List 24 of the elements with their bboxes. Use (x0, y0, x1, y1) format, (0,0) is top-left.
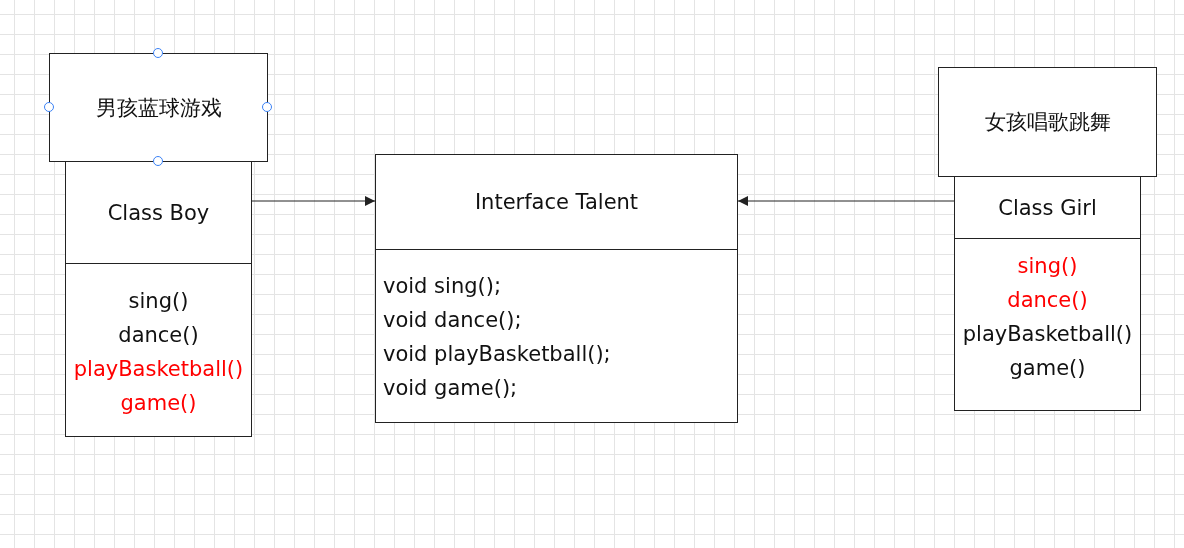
method-text: game() (120, 390, 197, 417)
note-box (49, 53, 268, 162)
class-box (375, 154, 738, 423)
method-text: sing() (128, 288, 189, 315)
class-name: Interface Talent (474, 190, 639, 214)
class-name: Class Girl (998, 195, 1097, 220)
method-text: void playBasketball(); (383, 341, 611, 368)
method-text: dance() (1007, 287, 1088, 314)
note-text: 男孩蓝球游戏 (95, 94, 222, 122)
class-name: Class Boy (107, 200, 210, 225)
method-text: dance() (118, 322, 199, 349)
class-box (65, 161, 252, 437)
arrow (737, 196, 955, 206)
method-text: playBasketball() (962, 321, 1133, 348)
arrow (251, 196, 376, 206)
class-box (954, 176, 1141, 411)
method-text: void sing(); (383, 273, 501, 300)
method-text: void game(); (383, 375, 518, 402)
method-text: game() (1009, 355, 1086, 382)
method-text: void dance(); (383, 307, 522, 334)
note-text: 女孩唱歌跳舞 (984, 109, 1111, 136)
note-box (938, 67, 1157, 177)
method-text: sing() (1017, 253, 1078, 280)
method-text: playBasketball() (73, 356, 244, 383)
